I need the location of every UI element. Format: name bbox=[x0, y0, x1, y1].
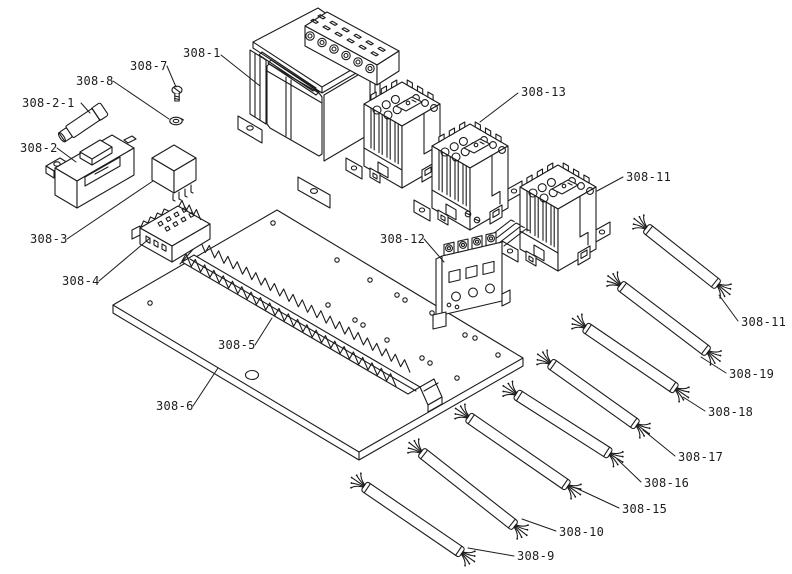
leader-lines bbox=[56, 54, 739, 557]
overload-relay bbox=[432, 210, 530, 330]
wire-308-11 bbox=[632, 214, 732, 299]
wire-308-15 bbox=[454, 403, 582, 500]
callout-308-19: 308-19 bbox=[729, 367, 774, 381]
callout-308-18: 308-18 bbox=[708, 405, 753, 419]
callout-308-10: 308-10 bbox=[559, 525, 604, 539]
terminal-strip bbox=[179, 239, 443, 413]
callout-308-4: 308-4 bbox=[62, 274, 100, 288]
contactor-middle bbox=[413, 121, 523, 231]
callout-labels: 308-1 308-7 308-8 308-2-1 308-2 308-3 30… bbox=[20, 46, 786, 563]
callout-308-2-1: 308-2-1 bbox=[22, 96, 75, 110]
callout-308-16: 308-16 bbox=[644, 476, 689, 490]
wire-308-10 bbox=[407, 438, 529, 540]
callout-308-17: 308-17 bbox=[678, 450, 723, 464]
wire-308-18 bbox=[571, 313, 690, 403]
transformer-foot-left bbox=[237, 115, 263, 144]
wire-308-9 bbox=[350, 472, 476, 567]
fuse-holder bbox=[45, 134, 137, 209]
callout-308-7: 308-7 bbox=[130, 59, 168, 73]
wire-308-19 bbox=[606, 271, 722, 366]
callout-308-9: 308-9 bbox=[517, 549, 555, 563]
callout-308-15: 308-15 bbox=[622, 502, 667, 516]
callout-308-13: 308-13 bbox=[521, 85, 566, 99]
callout-308-5: 308-5 bbox=[218, 338, 256, 352]
relay-socket bbox=[131, 199, 211, 263]
callout-308-1: 308-1 bbox=[183, 46, 221, 60]
callout-308-6: 308-6 bbox=[156, 399, 194, 413]
fuse bbox=[57, 102, 109, 143]
plate-large-hole bbox=[244, 369, 260, 381]
screw bbox=[171, 85, 183, 102]
callout-308-11-wire: 308-11 bbox=[741, 315, 786, 329]
transformer-foot-front bbox=[297, 176, 331, 209]
callout-308-3: 308-3 bbox=[30, 232, 68, 246]
contactor-right bbox=[501, 162, 611, 272]
transformer-coil bbox=[266, 63, 323, 157]
callout-308-11-contactor: 308-11 bbox=[626, 170, 671, 184]
transformer-core-left bbox=[249, 49, 267, 125]
wire-308-17 bbox=[536, 349, 651, 439]
callout-308-2: 308-2 bbox=[20, 141, 58, 155]
wire-308-16 bbox=[502, 380, 624, 468]
transformer bbox=[237, 7, 433, 209]
relay bbox=[151, 144, 197, 202]
washer bbox=[169, 116, 185, 126]
plate-holes bbox=[147, 220, 501, 381]
callout-308-8: 308-8 bbox=[76, 74, 114, 88]
callout-308-12: 308-12 bbox=[380, 232, 425, 246]
